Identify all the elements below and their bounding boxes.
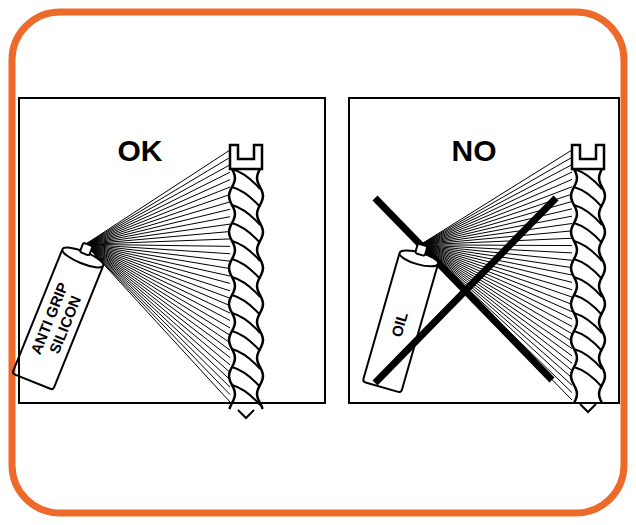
spray-line — [420, 209, 572, 245]
bit-flute — [574, 259, 602, 279]
instruction-panel: OKANTI GRIP SILICON — [18, 97, 326, 404]
bit-tip — [238, 410, 254, 418]
spray-line — [85, 244, 230, 342]
bit-shank — [230, 145, 262, 169]
spray-line — [85, 217, 230, 245]
bit-flute — [232, 349, 260, 369]
bit-flute — [574, 367, 602, 387]
bit-flute — [232, 169, 260, 189]
bit-flute — [232, 313, 260, 333]
bit-flute — [574, 277, 602, 297]
bit-shank — [572, 145, 604, 169]
spray-line — [85, 165, 230, 244]
bit-flute — [232, 205, 260, 225]
spray-line — [85, 187, 230, 244]
spray-line — [85, 239, 230, 244]
spray-line — [85, 244, 230, 357]
spray-line — [85, 244, 230, 365]
bit-flute — [232, 295, 260, 315]
spray-line — [85, 244, 230, 372]
can-body — [363, 253, 438, 393]
spray-line — [85, 157, 230, 244]
spray-line — [85, 244, 230, 335]
bit-flute — [232, 367, 260, 387]
spray-line — [420, 216, 572, 245]
spray-line — [85, 244, 230, 402]
spray-line — [85, 172, 230, 244]
bit-flute — [574, 349, 602, 369]
spray-line — [85, 209, 230, 244]
bit-flute — [232, 385, 260, 405]
panel-heading: OK — [118, 136, 163, 166]
spray-line — [85, 244, 230, 394]
bit-flute — [232, 187, 260, 207]
bit-flute — [574, 169, 602, 189]
spray-line — [85, 202, 230, 244]
spray-line — [85, 224, 230, 244]
spray-line — [420, 187, 572, 245]
spray-line — [420, 245, 572, 305]
instruction-panel: NO OIL — [348, 97, 620, 404]
drill-bits — [229, 145, 605, 418]
can-label: OIL — [388, 308, 413, 341]
bit-flute — [232, 331, 260, 351]
spray-line — [85, 180, 230, 245]
spray-line — [85, 244, 230, 320]
bit-flute — [574, 295, 602, 315]
spray-line — [85, 244, 230, 387]
bit-flute — [232, 259, 260, 279]
spray-line — [420, 179, 572, 244]
cross-stroke — [375, 198, 556, 383]
spray-line — [420, 231, 572, 245]
spray-line — [85, 244, 230, 350]
spray-line — [85, 244, 230, 313]
panel-heading: NO — [452, 136, 497, 166]
spray-line — [85, 232, 230, 245]
bit-flute — [574, 241, 602, 261]
spray-line — [85, 244, 230, 379]
bit-flute — [232, 277, 260, 297]
bit-flute — [574, 187, 602, 207]
bit-flute — [232, 241, 260, 261]
spray-can: OIL — [360, 239, 444, 395]
spray-can: ANTI GRIP SILICON — [10, 235, 111, 392]
spray-line — [85, 244, 230, 305]
bit-flute — [574, 313, 602, 333]
spray-lines — [85, 150, 572, 402]
bit-tip — [580, 404, 596, 412]
bit-flute — [574, 223, 602, 243]
orange-frame — [12, 12, 624, 513]
bit-flute — [232, 223, 260, 243]
spray-line — [420, 238, 572, 245]
drill-bit — [571, 145, 605, 412]
can-nozzle — [415, 244, 427, 256]
can-nozzle — [80, 243, 93, 256]
drill-bit — [229, 145, 263, 418]
bit-flute — [574, 205, 602, 225]
spray-line — [420, 224, 572, 245]
spray-line — [85, 194, 230, 244]
can-body — [12, 249, 103, 390]
bit-flute — [574, 331, 602, 351]
no-cross — [375, 198, 556, 383]
